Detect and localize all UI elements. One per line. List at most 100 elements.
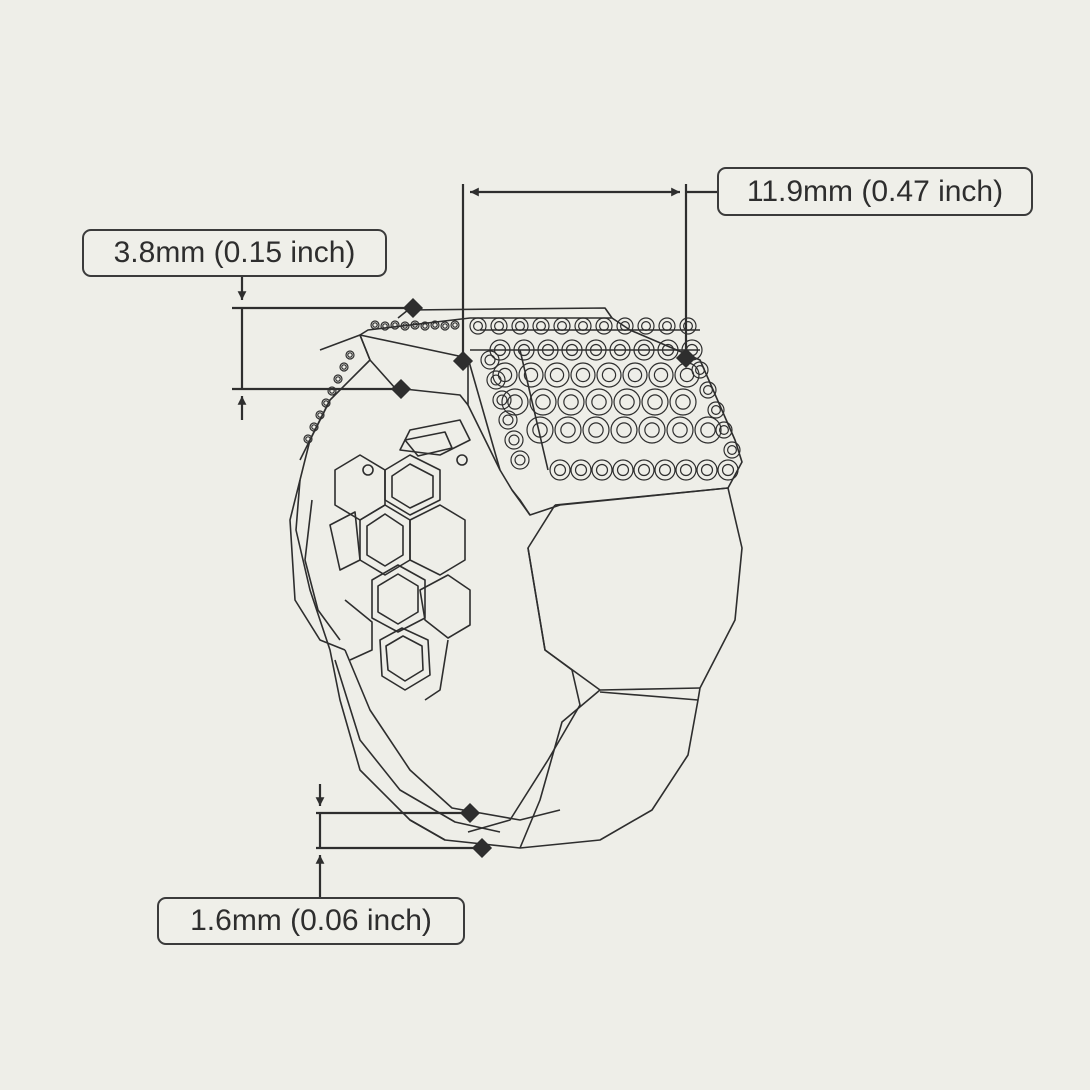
stone-table xyxy=(616,463,630,477)
pave-stones xyxy=(303,317,741,481)
stone xyxy=(596,362,622,388)
stone-table xyxy=(549,367,565,383)
stone-table xyxy=(563,394,579,410)
stone xyxy=(339,362,349,372)
stone xyxy=(390,320,400,330)
stone-table xyxy=(556,321,567,332)
stone-table xyxy=(574,463,588,477)
dimension-label-thickness: 1.6mm (0.06 inch) xyxy=(157,897,465,945)
stone xyxy=(582,416,610,444)
stone xyxy=(315,410,325,420)
stone-table xyxy=(496,394,508,406)
stone xyxy=(532,317,550,335)
stone xyxy=(657,339,679,361)
stone-table xyxy=(493,343,507,357)
stone-table xyxy=(672,422,688,438)
stone xyxy=(561,339,583,361)
stone-table xyxy=(372,322,378,328)
stone xyxy=(648,362,674,388)
stone-table xyxy=(335,376,341,382)
stone-table xyxy=(721,463,735,477)
stone xyxy=(492,362,518,388)
stone-table xyxy=(532,422,548,438)
stone xyxy=(498,410,518,430)
stone-table xyxy=(653,367,669,383)
stone xyxy=(557,388,585,416)
stone xyxy=(585,339,607,361)
stone xyxy=(430,320,440,330)
stone-table xyxy=(382,323,388,329)
stone xyxy=(633,459,655,481)
stone-table xyxy=(702,385,713,396)
stone xyxy=(489,339,511,361)
stone-table xyxy=(502,414,514,426)
dimension-label-height: 3.8mm (0.15 inch) xyxy=(82,229,387,277)
stone xyxy=(380,321,390,331)
stone xyxy=(570,459,592,481)
stone-table xyxy=(452,322,458,328)
stone xyxy=(691,361,709,379)
stone xyxy=(553,317,571,335)
stone xyxy=(440,321,450,331)
stone-table xyxy=(494,321,505,332)
stone xyxy=(333,374,343,384)
stone-table xyxy=(682,321,693,332)
stone xyxy=(622,362,648,388)
stone-table xyxy=(577,321,588,332)
stone-table xyxy=(640,321,651,332)
stone xyxy=(638,416,666,444)
stone xyxy=(633,339,655,361)
stone-table xyxy=(644,422,660,438)
stone xyxy=(574,317,592,335)
stone xyxy=(570,362,596,388)
stone-table xyxy=(484,354,496,366)
stone-table xyxy=(675,394,691,410)
stone-table xyxy=(575,367,591,383)
stone xyxy=(612,459,634,481)
stone xyxy=(616,317,634,335)
stone-table xyxy=(535,321,546,332)
stone-table xyxy=(553,463,567,477)
stone xyxy=(480,350,500,370)
stone xyxy=(694,416,722,444)
stone xyxy=(654,459,676,481)
stone-table xyxy=(517,343,531,357)
stone xyxy=(658,317,676,335)
stone-table xyxy=(679,463,693,477)
stone xyxy=(450,320,460,330)
stone xyxy=(699,381,717,399)
stone xyxy=(486,370,506,390)
stone-table xyxy=(392,322,398,328)
stone xyxy=(669,388,697,416)
stone-table xyxy=(598,321,609,332)
stone-table xyxy=(422,323,428,329)
stone xyxy=(717,459,739,481)
stone xyxy=(504,430,524,450)
stone xyxy=(679,317,697,335)
stone-table xyxy=(637,463,651,477)
stone xyxy=(707,401,725,419)
stone-table xyxy=(341,364,347,370)
stone-table xyxy=(647,394,663,410)
stone-table xyxy=(432,322,438,328)
stone xyxy=(370,320,380,330)
stone-table xyxy=(591,394,607,410)
stone-table xyxy=(514,321,525,332)
stone-table xyxy=(523,367,539,383)
stone-table xyxy=(595,463,609,477)
stone xyxy=(513,339,535,361)
stone xyxy=(641,388,669,416)
stone xyxy=(529,388,557,416)
stone-table xyxy=(661,321,672,332)
stone-table xyxy=(601,367,617,383)
stone-table xyxy=(589,343,603,357)
stone-table xyxy=(616,422,632,438)
stone-table xyxy=(490,374,502,386)
stone-table xyxy=(619,321,630,332)
stone-table xyxy=(311,424,317,430)
stone-table xyxy=(613,343,627,357)
stone xyxy=(518,362,544,388)
stone xyxy=(609,339,631,361)
stone xyxy=(637,317,655,335)
